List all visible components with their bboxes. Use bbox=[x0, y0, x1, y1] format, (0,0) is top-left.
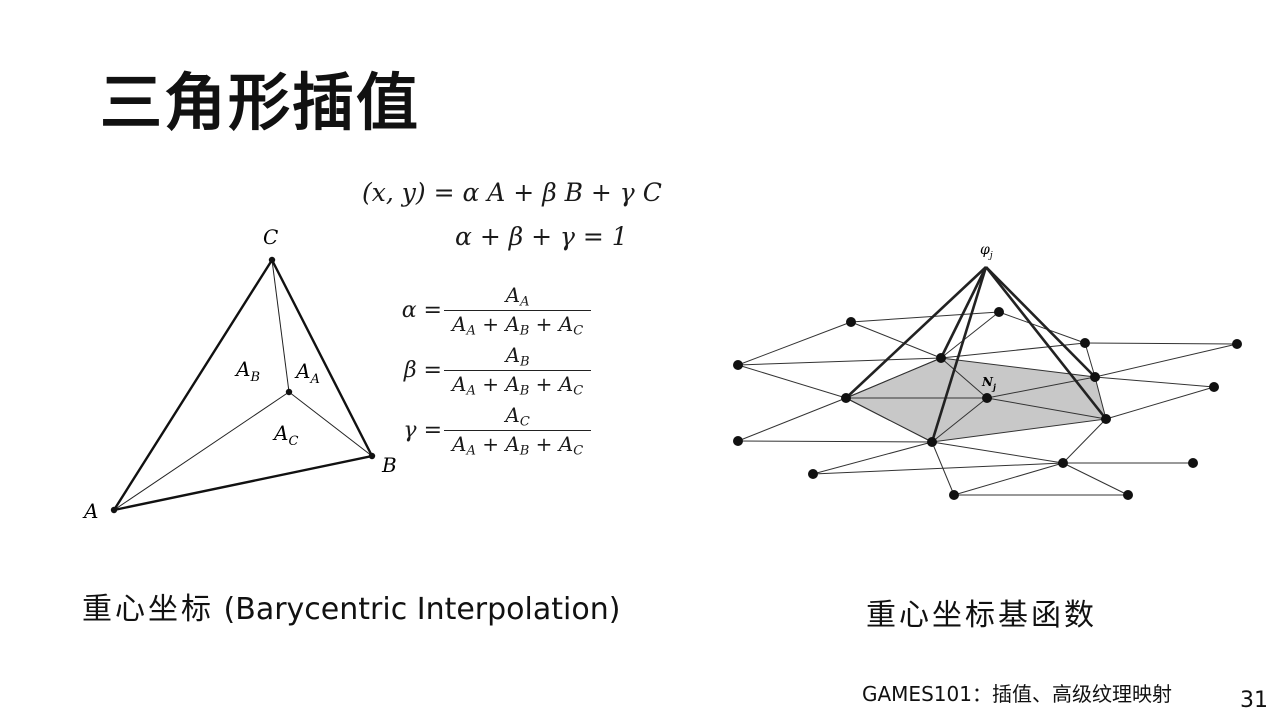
slide-title: 三角形插值 bbox=[100, 66, 421, 139]
phi-label: φj bbox=[980, 242, 993, 261]
vertex-c-label: C bbox=[263, 225, 278, 249]
vertex-b-dot bbox=[368, 452, 376, 460]
vertex-b-label: B bbox=[381, 453, 397, 477]
vertex-a-dot bbox=[110, 506, 118, 514]
region-aa-label: AA bbox=[294, 359, 320, 387]
beta-numerator: AB bbox=[444, 343, 592, 372]
alpha-lhs: α = bbox=[401, 298, 442, 324]
weights-sum-equation: α + β + γ = 1 bbox=[455, 222, 628, 251]
vertex-a-label: A bbox=[82, 499, 98, 523]
right-caption: 重心坐标基函数 bbox=[866, 598, 1097, 633]
mesh-nodes bbox=[733, 307, 1242, 500]
alpha-numerator: AA bbox=[444, 283, 592, 312]
vertex-c-dot bbox=[268, 256, 276, 264]
pyramid-edges bbox=[845, 266, 1108, 443]
edge-p-to-b bbox=[288, 391, 373, 457]
region-ac-label: AC bbox=[272, 421, 298, 449]
edge-p-to-c bbox=[271, 259, 290, 393]
alpha-denominator: AA + AB + AC bbox=[452, 312, 584, 339]
beta-lhs: β = bbox=[403, 358, 442, 384]
interior-point-dot bbox=[285, 388, 293, 396]
beta-formula: β = AB AA + AB + AC bbox=[396, 343, 592, 399]
beta-denominator: AA + AB + AC bbox=[452, 372, 584, 399]
region-ab-label: AB bbox=[234, 357, 260, 385]
course-footer: GAMES101：插值、高级纹理映射 bbox=[862, 682, 1172, 706]
triangle-outline bbox=[111, 257, 374, 512]
barycentric-equation: (x, y) = α A + β B + γ C bbox=[362, 178, 662, 207]
node-label: Nj bbox=[981, 375, 996, 392]
gamma-denominator: AA + AB + AC bbox=[452, 432, 584, 459]
basis-function-mesh-diagram: φj Nj bbox=[733, 242, 1242, 500]
alpha-formula: α = AA AA + AB + AC bbox=[396, 283, 592, 339]
edge-p-to-a bbox=[113, 391, 290, 511]
page-number: 31 bbox=[1240, 688, 1268, 713]
gamma-numerator: AC bbox=[444, 403, 592, 432]
left-caption: 重心坐标 (Barycentric Interpolation) bbox=[82, 592, 621, 627]
gamma-formula: γ = AC AA + AB + AC bbox=[396, 403, 592, 459]
gamma-lhs: γ = bbox=[403, 418, 442, 444]
barycentric-triangle-diagram: A B C AB AA AC bbox=[82, 225, 397, 523]
